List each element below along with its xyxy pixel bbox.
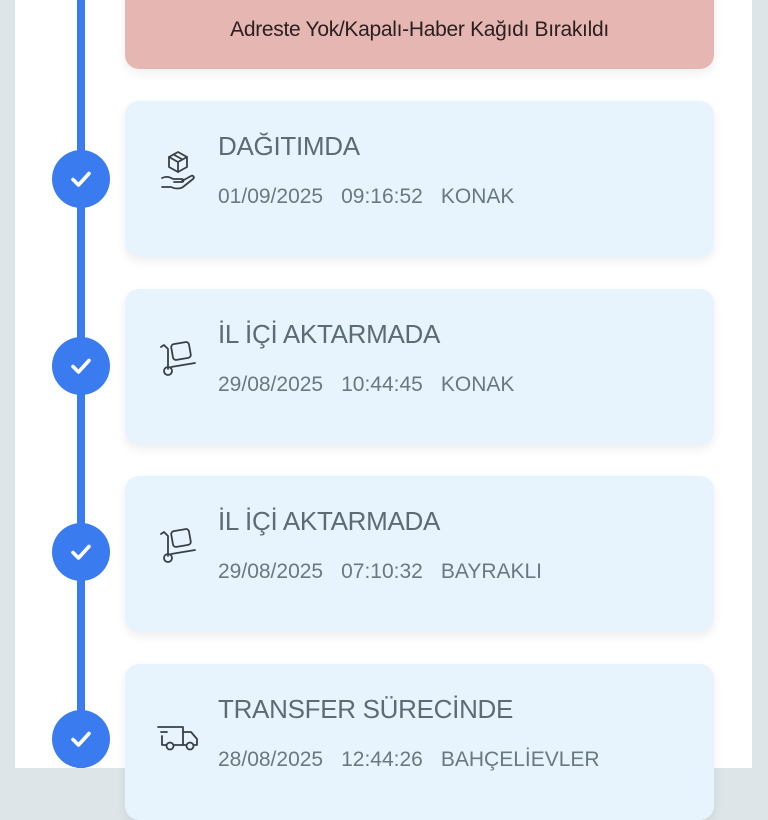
event-meta: 29/08/2025 10:44:45 KONAK — [218, 373, 532, 397]
event-location: KONAK — [440, 185, 515, 208]
check-icon — [52, 710, 110, 768]
check-icon — [52, 337, 110, 395]
hand-truck-icon — [160, 341, 196, 376]
event-time: 12:44:26 — [341, 748, 423, 771]
alert-card: Adreste Yok/Kapalı-Haber Kağıdı Bırakıld… — [125, 0, 714, 69]
alert-text: Adreste Yok/Kapalı-Haber Kağıdı Bırakıld… — [230, 18, 609, 41]
delivery-truck-icon — [157, 726, 198, 751]
event-time: 10:44:45 — [341, 373, 423, 396]
event-status: DAĞITIMDA — [218, 131, 360, 161]
event-location: BAHÇELİEVLER — [440, 748, 600, 771]
hand-truck-icon — [160, 528, 196, 563]
event-meta: 29/08/2025 07:10:32 BAYRAKLI — [218, 560, 560, 584]
event-time: 07:10:32 — [341, 560, 423, 583]
event-meta: 01/09/2025 09:16:52 KONAK — [218, 185, 532, 209]
timeline-event[interactable]: İL İÇİ AKTARMADA 29/08/2025 10:44:45 KONAK — [125, 289, 714, 445]
event-location: BAYRAKLI — [440, 560, 543, 583]
timeline-event[interactable]: TRANSFER SÜRECİNDE 28/08/2025 12:44:26 BAH… — [125, 664, 714, 820]
event-date: 29/08/2025 — [218, 560, 324, 583]
event-date: 28/08/2025 — [218, 748, 324, 771]
event-status: İL İÇİ AKTARMADA — [218, 506, 441, 536]
timeline-event[interactable]: DAĞITIMDA 01/09/2025 09:16:52 KONAK — [125, 101, 714, 257]
event-time: 09:16:52 — [341, 185, 423, 208]
timeline-event[interactable]: İL İÇİ AKTARMADA 29/08/2025 07:10:32 BAYRA… — [125, 476, 714, 632]
check-icon — [52, 150, 110, 208]
event-meta: 28/08/2025 12:44:26 BAHÇELİEVLER — [218, 748, 618, 772]
hand-package-icon — [161, 151, 195, 190]
event-date: 01/09/2025 — [218, 185, 324, 208]
check-icon — [52, 523, 110, 581]
event-date: 29/08/2025 — [218, 373, 324, 396]
event-status: İL İÇİ AKTARMADA — [218, 319, 441, 349]
event-status: TRANSFER SÜRECİNDE — [218, 694, 514, 724]
event-location: KONAK — [440, 373, 515, 396]
